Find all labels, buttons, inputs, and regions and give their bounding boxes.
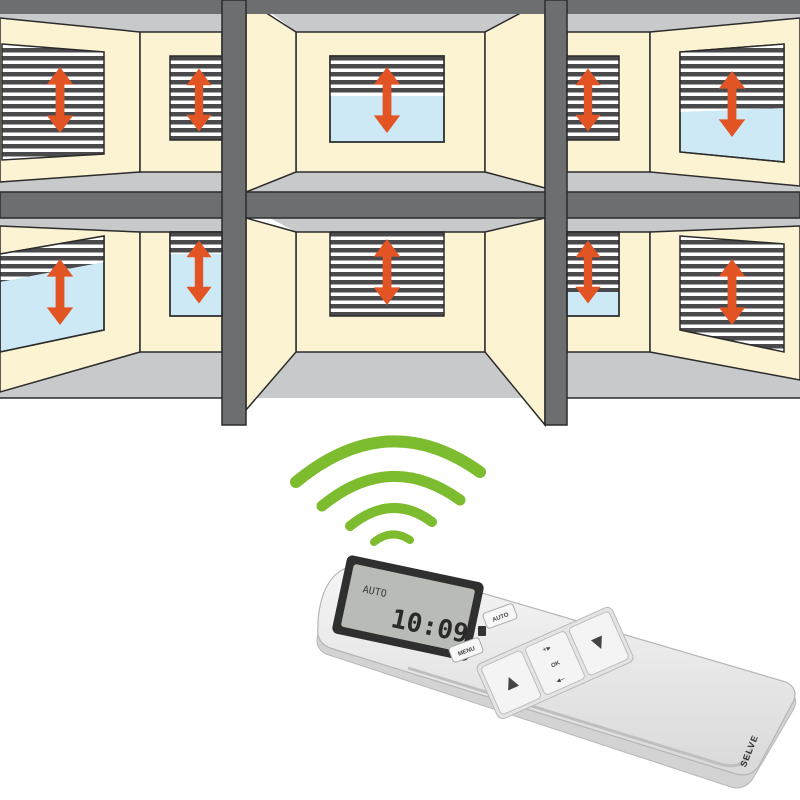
ok-button-label: OK	[550, 660, 561, 669]
window-bottom-right-back	[566, 231, 620, 317]
down-button[interactable]	[568, 611, 629, 676]
down-triangle-icon	[590, 635, 602, 649]
window-bottom-center	[329, 231, 445, 317]
lcd-display: AUTO 10:09	[332, 555, 484, 661]
wireless-signal-icon	[290, 435, 486, 546]
navigation-pad: OK +▸ ◂–	[476, 606, 634, 720]
window-bottom-left-back	[169, 231, 223, 317]
window-bottom-right-side	[679, 235, 785, 353]
menu-button-label: MENU	[457, 646, 476, 658]
window-top-left-back	[169, 55, 223, 141]
remote-control: AUTO 10:09 MENU AUTO OK	[316, 555, 796, 789]
channel-prev-icon: ◂–	[555, 674, 567, 686]
menu-button[interactable]: MENU	[448, 637, 484, 663]
channel-next-icon: +▸	[541, 643, 553, 655]
ok-button[interactable]: OK	[524, 630, 585, 695]
up-button[interactable]	[480, 650, 542, 715]
window-bottom-left-side	[0, 235, 105, 353]
window-top-right-side	[679, 43, 785, 163]
up-triangle-icon	[508, 677, 520, 691]
auto-button-label: AUTO	[492, 612, 510, 624]
window-top-center	[329, 55, 445, 143]
lcd-mode: AUTO	[362, 584, 388, 600]
window-top-right-back	[566, 55, 620, 141]
auto-button[interactable]: AUTO	[482, 603, 518, 629]
window-top-left-side	[1, 43, 105, 161]
status-led	[478, 626, 486, 636]
